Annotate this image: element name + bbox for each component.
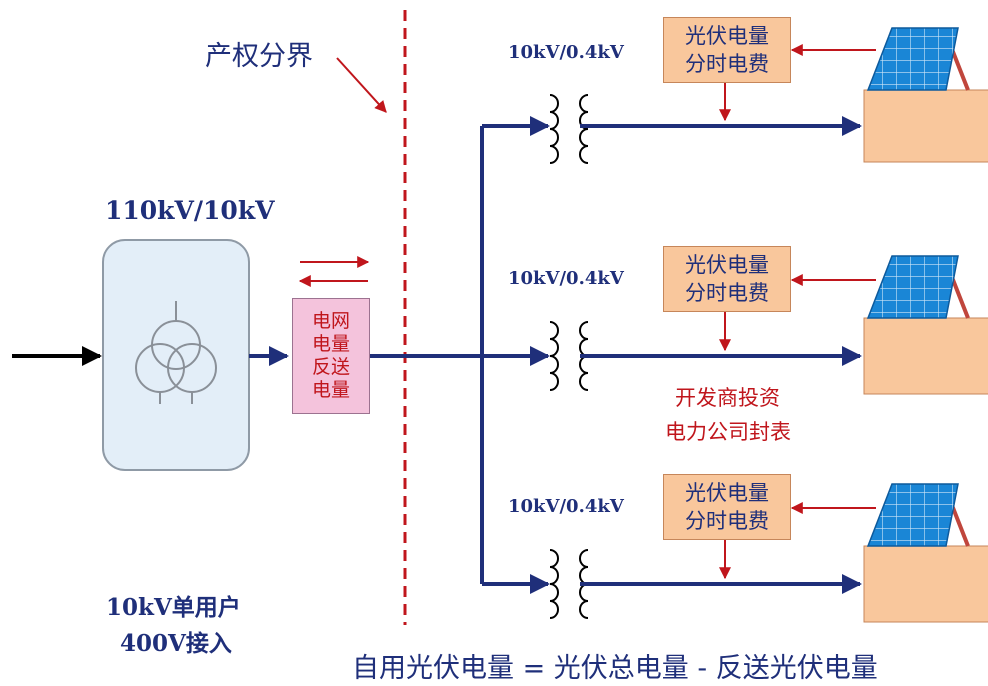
branch-1 xyxy=(482,27,988,164)
branch-2-transformer-label: 10kV/0.4kV xyxy=(508,268,624,289)
branch-2 xyxy=(482,255,988,395)
branch-transformer-icon xyxy=(549,94,589,164)
pv-meter-line-2: 分时电费 xyxy=(685,52,769,76)
main-transformer-box xyxy=(102,239,250,471)
branch-1-transformer-label: 10kV/0.4kV xyxy=(508,42,624,63)
solar-panel-icon xyxy=(866,255,959,319)
branch-1-pv-meter-box: 光伏电量 分时电费 xyxy=(663,17,791,83)
formula-caption: 自用光伏电量 = 光伏总电量 - 反送光伏电量 xyxy=(352,653,878,684)
user-type-label-line2: 400V接入 xyxy=(120,630,232,657)
solar-panel-icon xyxy=(866,483,959,547)
pv-meter-line-2: 分时电费 xyxy=(685,281,769,305)
grid-meter-line-2: 电量 xyxy=(311,333,350,355)
house-body xyxy=(863,545,988,623)
house-body xyxy=(863,89,988,163)
pv-meter-line-1: 光伏电量 xyxy=(685,24,769,48)
boundary-label: 产权分界 xyxy=(205,41,313,72)
branch-3-pv-meter-box: 光伏电量 分时电费 xyxy=(663,474,791,540)
grid-export-meter-box: 电网 电量 反送 电量 xyxy=(292,298,370,414)
branch-2-pv-meter-box: 光伏电量 分时电费 xyxy=(663,246,791,312)
user-type-label-line1: 10kV单用户 xyxy=(106,594,241,621)
grid-meter-line-4: 电量 xyxy=(311,379,350,401)
pv-meter-line-1: 光伏电量 xyxy=(685,481,769,505)
pv-meter-line-1: 光伏电量 xyxy=(685,253,769,277)
house-body xyxy=(863,317,988,395)
main-transformer-label: 110kV/10kV xyxy=(105,196,275,225)
branch-3-transformer-label: 10kV/0.4kV xyxy=(508,496,624,517)
grid-meter-line-1: 电网 xyxy=(311,310,350,332)
developer-note-line1: 开发商投资 xyxy=(675,386,780,410)
developer-note-line2: 电力公司封表 xyxy=(665,420,791,444)
grid-meter-line-3: 反送 xyxy=(311,356,350,378)
pv-meter-line-2: 分时电费 xyxy=(685,509,769,533)
boundary-pointer-arrow xyxy=(336,57,387,113)
branch-3 xyxy=(482,483,988,623)
transformer-symbol-icon xyxy=(135,301,217,404)
solar-panel-icon xyxy=(866,27,959,91)
